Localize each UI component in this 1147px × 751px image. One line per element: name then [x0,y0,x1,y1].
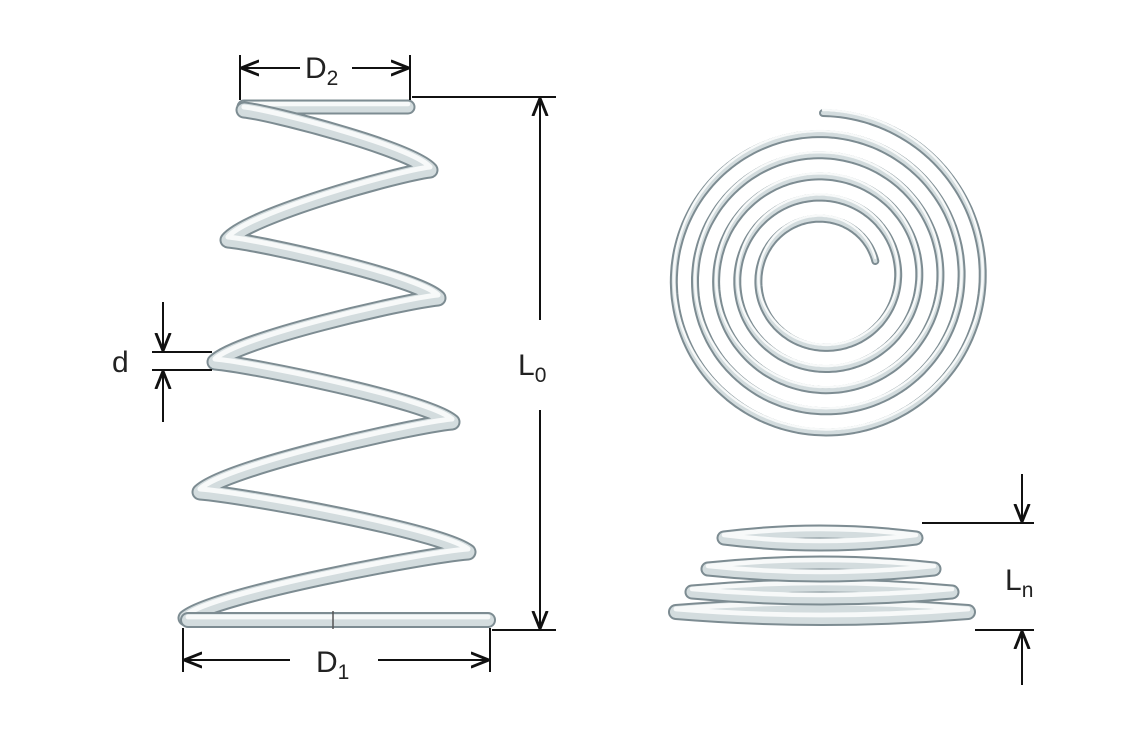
label-d1: D1 [316,646,349,684]
compressed-coil [686,580,958,604]
spiral-coil [672,108,984,431]
label-l0: L0 [518,349,546,387]
dimension-ln: Ln [922,474,1034,685]
spring-side-view [177,99,496,629]
spring-coil [183,104,471,618]
spring-coil [179,103,475,625]
dimension-wire-diameter: d [112,302,212,422]
dimension-d2: D2 [239,52,411,100]
spiral-coil [671,111,985,435]
compressed-coil [702,557,940,581]
spring-top-view-spiral [669,108,987,437]
compressed-coil [705,557,937,575]
compressed-coil [718,526,922,550]
compressed-coil [670,600,974,624]
label-ln: Ln [1005,564,1033,602]
label-d: d [112,346,129,379]
compressed-coil [721,526,919,544]
dimension-d1: D1 [182,628,491,684]
dimension-l0: L0 [412,96,556,631]
spring-compressed-view [668,524,976,626]
label-d2: D2 [305,52,338,90]
compressed-coil [689,580,955,598]
